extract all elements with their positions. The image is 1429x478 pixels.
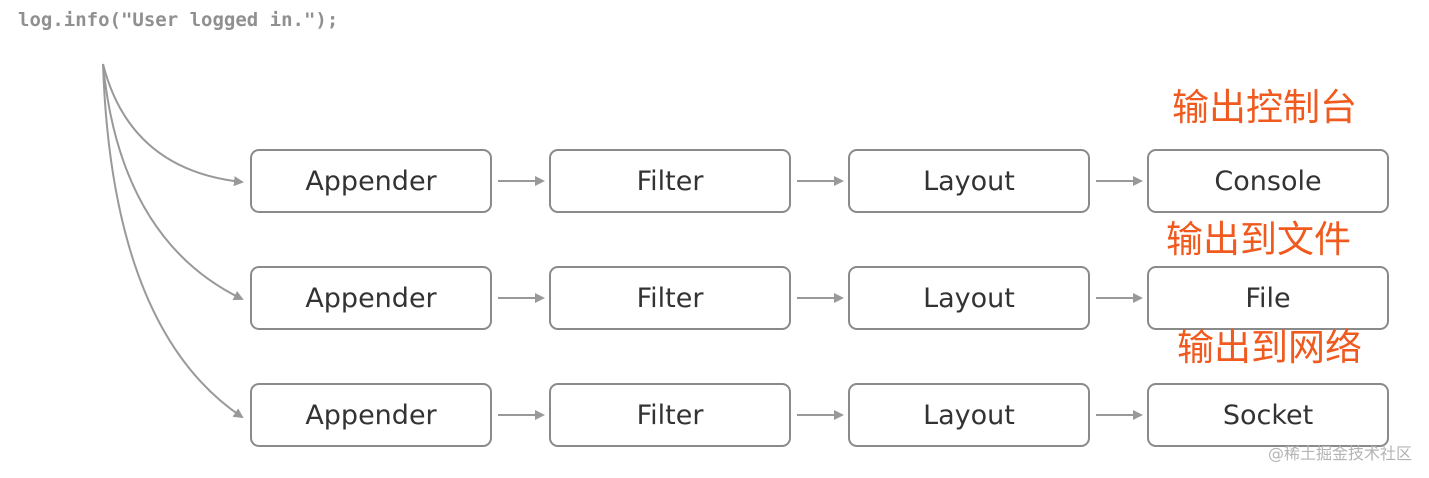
- appender-box-row-2: Appender: [250, 266, 492, 330]
- appender-box-row-3: Appender: [250, 383, 492, 447]
- branch-arrow-row-2: [102, 63, 244, 301]
- layout-box-row-2: Layout: [848, 266, 1090, 330]
- filter-box-row-3: Filter: [549, 383, 791, 447]
- output-box-console: Console: [1147, 149, 1389, 213]
- annotation-console: 输出控制台: [1172, 86, 1357, 129]
- log-call-code: log.info("User logged in.");: [18, 9, 339, 31]
- layout-box-row-3: Layout: [848, 383, 1090, 447]
- output-box-socket: Socket: [1147, 383, 1389, 447]
- output-box-file: File: [1147, 266, 1389, 330]
- annotation-file: 输出到文件: [1166, 218, 1351, 261]
- filter-box-row-2: Filter: [549, 266, 791, 330]
- appender-box-row-1: Appender: [250, 149, 492, 213]
- branch-arrow-row-3: [102, 63, 244, 419]
- branch-arrow-row-1: [102, 63, 244, 187]
- filter-box-row-1: Filter: [549, 149, 791, 213]
- watermark: @稀土掘金技术社区: [1267, 444, 1412, 463]
- layout-box-row-1: Layout: [848, 149, 1090, 213]
- annotation-socket: 输出到网络: [1177, 326, 1362, 369]
